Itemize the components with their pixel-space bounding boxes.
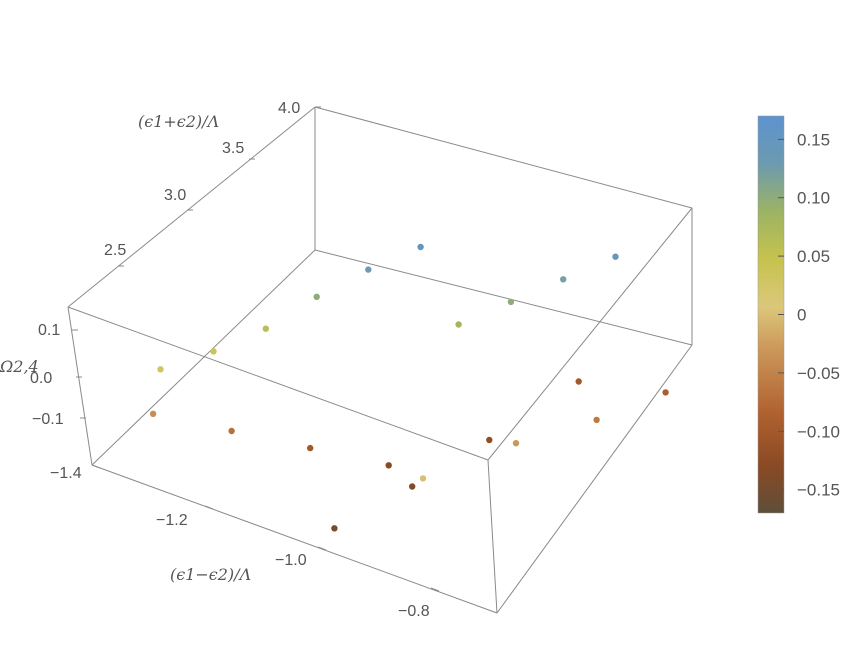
data-points (149, 243, 669, 532)
z-tick-label: −0.1 (32, 411, 64, 428)
x-axis-label: (ϵ1−ϵ2)/Λ (170, 565, 251, 584)
x-tick-label: −0.8 (398, 603, 430, 620)
data-point (365, 266, 372, 273)
x-tick-label: −1.4 (50, 465, 82, 482)
axis-tick-marks (72, 106, 440, 592)
colorbar-ticks: 0.15 0.10 0.05 0 −0.05 −0.10 −0.15 (778, 130, 840, 500)
x-tick-label: −1.2 (156, 512, 188, 529)
data-point (455, 321, 462, 328)
data-point (560, 276, 567, 283)
y-tick-label: 2.5 (104, 242, 126, 259)
data-point (612, 253, 619, 260)
y-tick-label: 3.5 (222, 140, 244, 157)
data-point (385, 462, 392, 469)
data-point (593, 416, 600, 424)
x-tick-label: −1.0 (275, 552, 307, 569)
data-point (409, 483, 416, 490)
data-point (149, 410, 157, 417)
y-tick-label: 3.0 (164, 187, 186, 204)
data-point (419, 475, 427, 482)
z-axis-label: Ω2,4 (0, 357, 39, 376)
y-tick-label: 4.0 (278, 100, 300, 117)
data-point (228, 427, 235, 435)
data-point (313, 293, 320, 300)
colorbar-tick-label: 0.15 (797, 130, 830, 149)
data-point (486, 436, 493, 444)
colorbar-tick-label: 0.10 (797, 189, 830, 208)
colorbar-tick-label: 0 (797, 306, 806, 325)
colorbar-tick-label: 0.05 (797, 247, 830, 266)
data-point (417, 243, 424, 251)
colorbar-tick-label: −0.10 (797, 422, 840, 441)
data-point (262, 325, 269, 332)
data-point (512, 440, 520, 447)
y-axis-label: (ϵ1+ϵ2)/Λ (138, 112, 219, 131)
data-point (307, 444, 314, 452)
colorbar-tick-label: −0.05 (797, 364, 840, 383)
plot-box-front (67, 207, 693, 614)
data-point (507, 298, 515, 306)
z-tick-label: 0.0 (30, 370, 52, 387)
data-point (331, 525, 338, 532)
z-tick-label: 0.1 (38, 322, 60, 339)
data-point (157, 366, 164, 373)
plot-box-back (67, 106, 693, 466)
data-point (575, 378, 582, 385)
data-point (210, 348, 217, 355)
colorbar-tick-label: −0.15 (797, 481, 840, 500)
data-point (662, 389, 669, 396)
